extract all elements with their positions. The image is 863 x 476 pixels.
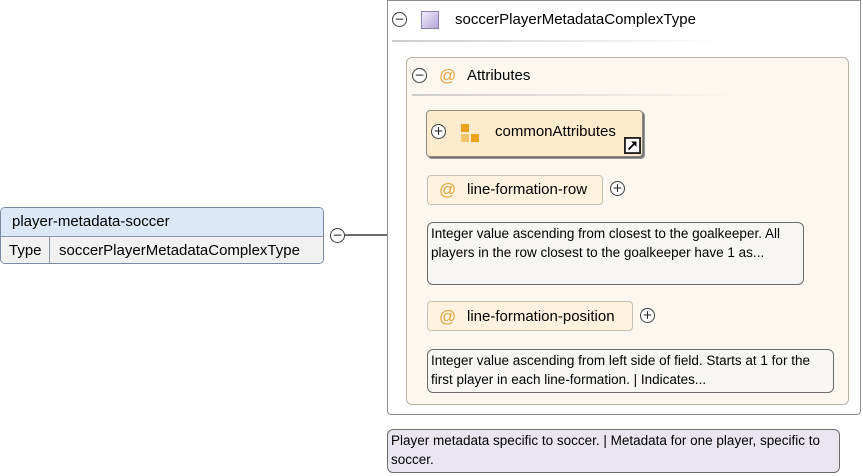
attribute-documentation: Integer value ascending from left side o… [427,349,834,393]
attribute-group-ref-name: commonAttributes [495,123,616,140]
attribute-group-icon [461,124,479,142]
collapse-icon[interactable]: − [392,12,407,27]
attribute-group-ref[interactable] [426,110,643,157]
attribute-name: line-formation-row [467,181,588,198]
element-type-row: Type soccerPlayerMetadataComplexType [1,237,323,263]
complex-type-icon [421,11,439,29]
attribute-line-formation-position[interactable] [427,301,633,331]
expand-icon[interactable]: + [431,124,446,139]
attributes-group-title: Attributes [467,67,531,84]
expand-icon[interactable]: + [610,181,625,196]
attribute-icon: @ [439,307,457,326]
type-label: Type [1,237,50,263]
type-value: soccerPlayerMetadataComplexType [59,242,300,259]
attributes-divider [412,94,742,96]
complex-type-title: soccerPlayerMetadataComplexType [455,11,696,28]
expand-icon[interactable]: + [640,308,655,323]
attribute-name: line-formation-position [467,308,615,325]
collapse-icon[interactable]: − [412,68,427,83]
attribute-icon: @ [439,66,457,85]
title-divider [392,40,722,42]
element-box[interactable]: player-metadata-soccer Type soccerPlayer… [0,207,324,264]
attribute-icon: @ [439,180,457,199]
collapse-icon[interactable]: − [330,228,345,243]
element-name: player-metadata-soccer [1,208,323,237]
attribute-line-formation-row[interactable] [427,175,603,205]
attribute-documentation: Integer value ascending from closest to … [427,222,804,285]
reference-arrow-icon[interactable] [624,137,641,154]
complex-type-documentation: Player metadata specific to soccer. | Me… [387,429,840,473]
